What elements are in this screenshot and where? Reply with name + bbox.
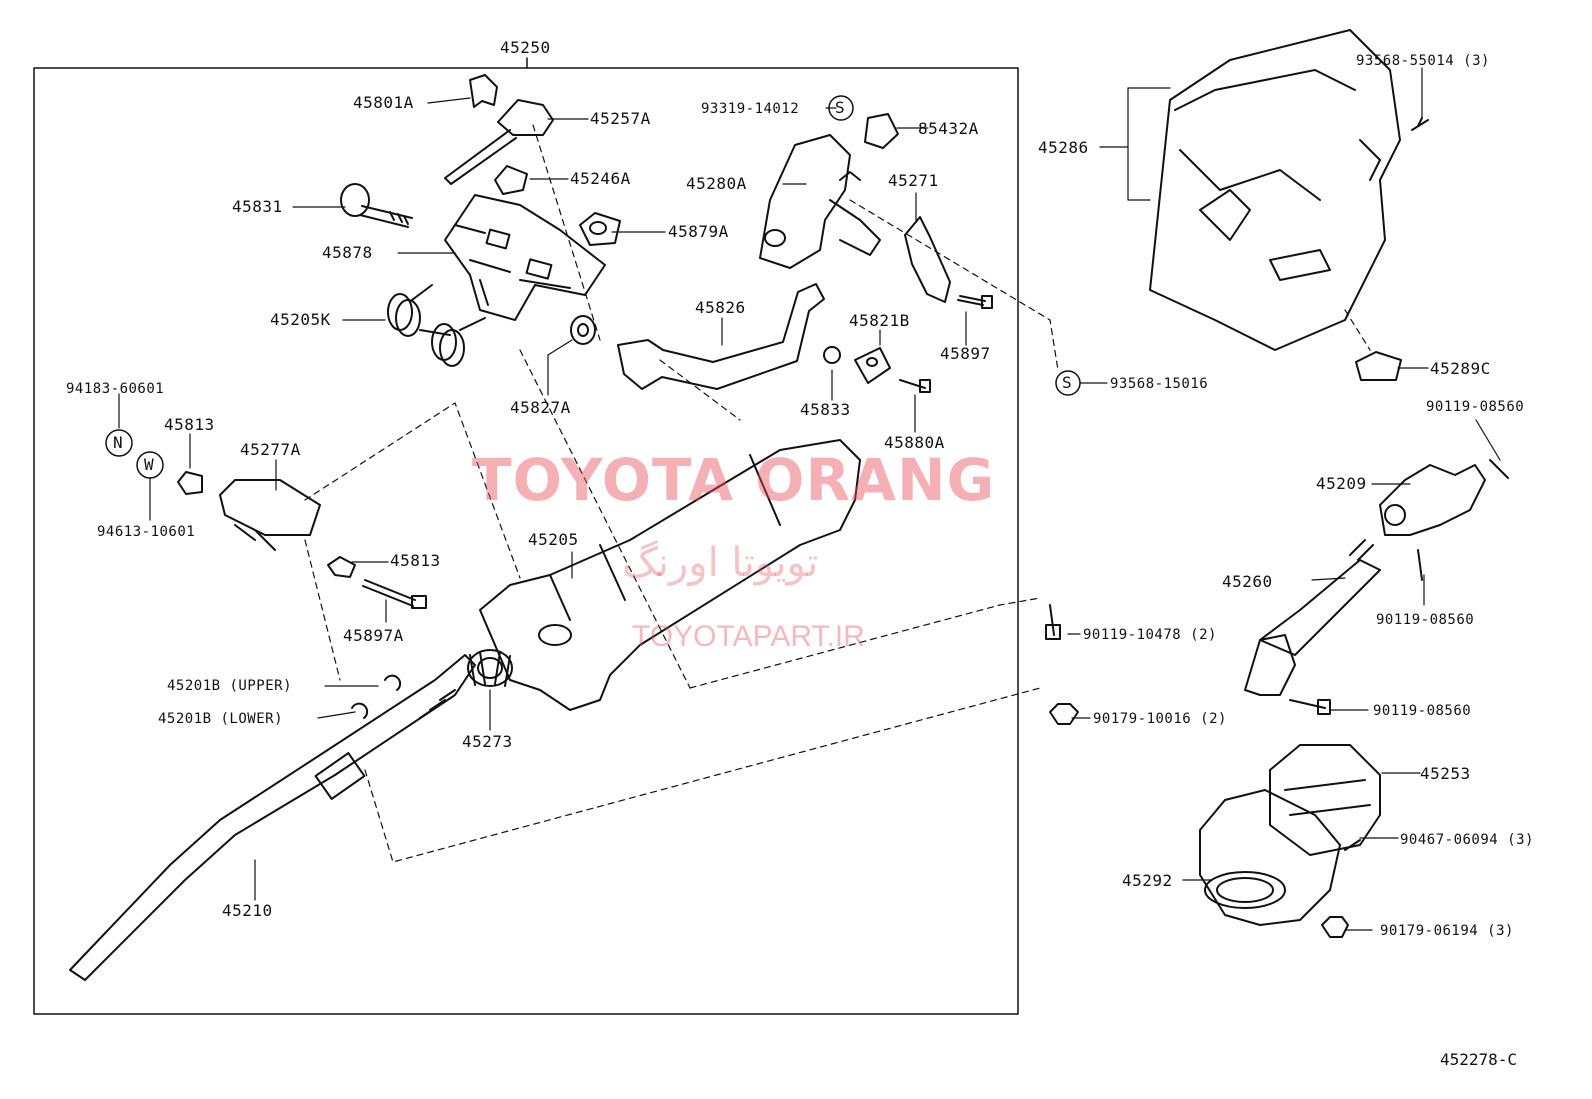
label-45246a: 45246A bbox=[570, 169, 631, 188]
bushing-45827a bbox=[570, 315, 596, 345]
label-45897a: 45897A bbox=[343, 626, 404, 645]
clip-45813-a bbox=[177, 471, 203, 495]
label-85432a: 85432A bbox=[918, 119, 979, 138]
label-45201b-upper: 45201B (UPPER) bbox=[167, 678, 293, 694]
label-45821b: 45821B bbox=[849, 311, 910, 330]
leader-lines bbox=[118, 67, 1501, 931]
bolt-45831 bbox=[340, 183, 370, 217]
label-45201b-lower: 45201B (LOWER) bbox=[158, 711, 284, 727]
bolt-90119-08560-c bbox=[1289, 699, 1326, 709]
label-45833: 45833 bbox=[800, 400, 851, 419]
boot-45253 bbox=[1269, 744, 1381, 856]
nut-90179-06194 bbox=[1321, 916, 1349, 938]
bolt-45897a bbox=[362, 579, 416, 607]
label-90179-10016: 90179-10016 (2) bbox=[1093, 711, 1227, 727]
w-symbol: W bbox=[144, 455, 155, 474]
label-45253: 45253 bbox=[1420, 764, 1471, 783]
s-symbol-1: S bbox=[835, 98, 846, 117]
bolt-90467 bbox=[1344, 839, 1361, 851]
watermark-url: TOYOTAPART.IR bbox=[632, 620, 865, 653]
label-45209: 45209 bbox=[1316, 474, 1367, 493]
cover-45286 bbox=[1149, 29, 1401, 351]
label-90119-08560-c: 90119-08560 bbox=[1373, 703, 1472, 719]
label-90119-10478: 90119-10478 (2) bbox=[1083, 627, 1217, 643]
label-93568-55014: 93568-55014 (3) bbox=[1356, 53, 1490, 69]
label-45801a: 45801A bbox=[353, 93, 414, 112]
label-45205: 45205 bbox=[528, 530, 579, 549]
screw-93568-55014 bbox=[1411, 117, 1429, 131]
bracket-45277a bbox=[219, 479, 321, 536]
bracket-45257a bbox=[497, 99, 554, 136]
label-45257a: 45257A bbox=[590, 109, 651, 128]
label-90179-06194: 90179-06194 (3) bbox=[1380, 923, 1514, 939]
label-45205k: 45205K bbox=[270, 310, 331, 329]
lever-45826 bbox=[617, 283, 825, 390]
label-45277a: 45277A bbox=[240, 440, 301, 459]
label-45286: 45286 bbox=[1038, 138, 1089, 157]
label-45260: 45260 bbox=[1222, 572, 1273, 591]
shaft-45260 bbox=[1259, 559, 1381, 656]
label-45273: 45273 bbox=[462, 732, 513, 751]
dashed-lines bbox=[304, 124, 1371, 863]
label-45210: 45210 bbox=[222, 901, 273, 920]
part-45879a bbox=[579, 212, 621, 246]
watermark-persian: تویوتا اورنگ bbox=[622, 540, 819, 586]
shaft-45210 bbox=[69, 654, 476, 981]
clip-45813-b bbox=[327, 556, 356, 578]
label-45878: 45878 bbox=[322, 243, 373, 262]
label-45280a: 45280A bbox=[686, 174, 747, 193]
housing-45280a bbox=[759, 134, 851, 269]
label-90119-08560-a: 90119-08560 bbox=[1426, 399, 1525, 415]
n-symbol: N bbox=[113, 433, 124, 452]
s-symbol-circle-2 bbox=[1055, 370, 1081, 396]
reference-code: 452278-C bbox=[1440, 1050, 1518, 1069]
label-45289c: 45289C bbox=[1430, 359, 1491, 378]
assembly-frame bbox=[33, 67, 1019, 1015]
label-45292: 45292 bbox=[1122, 871, 1173, 890]
spring-45205k bbox=[387, 284, 486, 367]
watermark-brand: TOYOTA ORANG bbox=[472, 446, 996, 514]
bracket-45878 bbox=[444, 194, 606, 321]
nut-90179-10016 bbox=[1049, 703, 1079, 725]
label-93568-15016: 93568-15016 bbox=[1110, 376, 1209, 392]
part-85432a bbox=[864, 113, 899, 149]
bolt-45880a bbox=[899, 379, 926, 389]
label-45879a: 45879A bbox=[668, 222, 729, 241]
bolt-90119-08560-b bbox=[1417, 549, 1423, 581]
label-45271: 45271 bbox=[888, 171, 939, 190]
part-45271 bbox=[904, 216, 951, 303]
label-90119-08560-b: 90119-08560 bbox=[1376, 612, 1475, 628]
label-45813-b: 45813 bbox=[390, 551, 441, 570]
label-45897: 45897 bbox=[940, 344, 991, 363]
bolt-90119-10478 bbox=[1049, 604, 1055, 636]
label-45813-a: 45813 bbox=[164, 415, 215, 434]
n-symbol-circle bbox=[105, 429, 133, 457]
part-45246a bbox=[494, 165, 528, 195]
s-symbol-2: S bbox=[1062, 373, 1073, 392]
label-45880a: 45880A bbox=[884, 433, 945, 452]
label-90467-06094: 90467-06094 (3) bbox=[1400, 832, 1534, 848]
w-symbol-circle bbox=[136, 451, 164, 479]
part-45821b bbox=[854, 347, 891, 384]
label-45826: 45826 bbox=[695, 298, 746, 317]
clip-45201b-upper bbox=[384, 674, 402, 691]
label-94183-60601: 94183-60601 bbox=[66, 381, 165, 397]
label-93319-14012: 93319-14012 bbox=[701, 101, 800, 117]
label-45831: 45831 bbox=[232, 197, 283, 216]
label-45827a: 45827A bbox=[510, 398, 571, 417]
joint-45209 bbox=[1379, 464, 1486, 536]
clip-45201b-lower bbox=[351, 702, 369, 719]
nut-45833 bbox=[823, 346, 841, 364]
clip-45801a bbox=[469, 74, 498, 108]
part-45289c bbox=[1355, 351, 1402, 381]
assembly-label: 45250 bbox=[500, 38, 551, 57]
label-94613-10601: 94613-10601 bbox=[97, 524, 196, 540]
bearing-45273 bbox=[467, 649, 513, 687]
s-symbol-circle-1 bbox=[828, 95, 854, 121]
bolt-45897 bbox=[957, 295, 986, 306]
